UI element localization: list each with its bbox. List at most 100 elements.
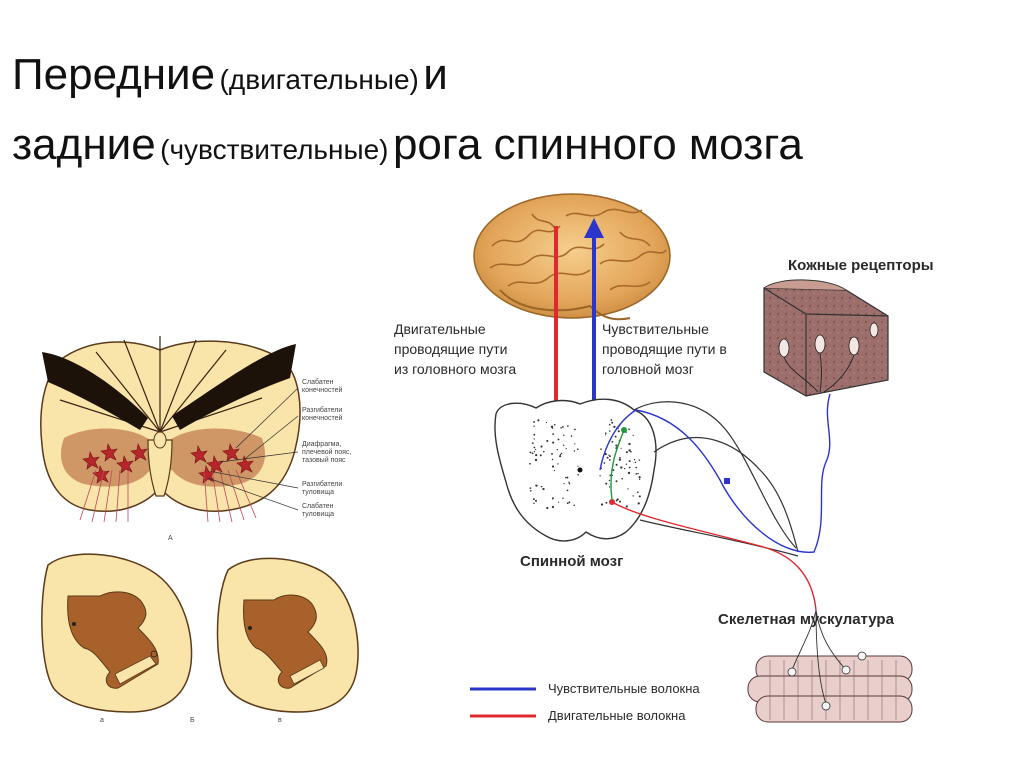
- stipple-dot: [537, 419, 540, 422]
- stipple-dot: [546, 506, 549, 510]
- skeletal-muscles-label: Скелетная мускулатура: [718, 611, 895, 628]
- stipple-dot: [625, 463, 628, 465]
- stipple-dot: [632, 495, 634, 497]
- stipple-dot: [574, 443, 576, 445]
- stipple-dot: [627, 471, 631, 475]
- stipple-dot: [529, 451, 532, 454]
- title-tail-horns: рога спинного мозга: [392, 120, 803, 169]
- stipple-dot: [632, 434, 634, 436]
- stipple-dot: [608, 454, 610, 456]
- stipple-dot: [563, 482, 565, 485]
- stipple-dot: [573, 450, 576, 452]
- stipple-dot: [566, 489, 569, 492]
- stipple-dot: [577, 465, 579, 467]
- stipple-dot: [545, 421, 548, 424]
- spinal-cord-outline: [494, 398, 799, 557]
- stipple-dot: [618, 500, 622, 503]
- spinal-cross-section-top: [40, 336, 301, 523]
- stipple-dot: [551, 505, 555, 509]
- central-canal: [577, 467, 583, 473]
- stipple-dot: [551, 452, 553, 455]
- stipple-dot: [566, 476, 569, 479]
- figure-letter-c: а: [100, 717, 104, 724]
- stipple-dot: [568, 501, 571, 504]
- stipple-dot: [608, 479, 611, 482]
- stipple-dot: [529, 487, 532, 489]
- stipple-dot: [552, 441, 555, 444]
- motor-neuron-marker: [609, 499, 615, 505]
- stipple-dot: [635, 473, 638, 475]
- stipple-dot: [635, 466, 638, 469]
- stipple-dot: [535, 484, 538, 487]
- stipple-dot: [620, 466, 623, 469]
- stipple-dot: [576, 448, 579, 451]
- stipple-dot: [557, 438, 560, 441]
- stipple-dot: [540, 445, 543, 448]
- stipple-dot: [560, 452, 563, 455]
- stipple-dot: [612, 469, 615, 472]
- stipple-dot: [609, 430, 611, 432]
- stipple-dot: [566, 502, 569, 505]
- interneuron-marker: [621, 427, 627, 433]
- left-callout-3: Диафрагма,плечевой пояс,тазовый пояс: [302, 441, 351, 464]
- stipple-dot: [605, 482, 608, 485]
- stipple-dot: [628, 428, 630, 431]
- sensory-ganglion-marker: [724, 478, 730, 484]
- stipple-dot: [611, 421, 614, 424]
- stipple-dot: [623, 467, 626, 470]
- legend-label-motor: Двигательные волокна: [548, 708, 686, 723]
- stipple-dot: [615, 463, 618, 466]
- stipple-dot: [637, 472, 639, 475]
- stipple-dot: [533, 433, 536, 436]
- stipple-dot: [636, 491, 639, 494]
- stipple-dot: [557, 501, 560, 503]
- stipple-dot: [573, 504, 576, 507]
- stipple-dot: [604, 434, 607, 436]
- stipple-dot: [529, 462, 531, 465]
- stipple-dot: [599, 475, 601, 477]
- stipple-dot: [551, 458, 554, 461]
- stipple-dot: [634, 461, 637, 464]
- stipple-dot: [638, 476, 641, 479]
- stipple-dot: [630, 450, 632, 453]
- figure-letter-a: А: [168, 535, 173, 542]
- stipple-dot: [568, 482, 571, 485]
- stipple-dot: [535, 499, 537, 502]
- stipple-dot: [534, 448, 537, 451]
- stipple-dot: [556, 449, 559, 451]
- title-word-anterior: Передние: [12, 50, 216, 99]
- stipple-dot: [628, 442, 631, 446]
- legend-label-sensory: Чувствительные волокна: [548, 681, 700, 696]
- stipple-dot: [610, 419, 613, 421]
- title-paren-sensory: (чувствительные): [160, 134, 389, 165]
- skeletal-muscle-illustration: [747, 609, 913, 723]
- stipple-dot: [560, 426, 563, 429]
- stipple-dot: [603, 462, 606, 464]
- stipple-dot: [533, 420, 536, 423]
- stipple-dot: [614, 435, 617, 438]
- stipple-dot: [540, 485, 543, 488]
- stipple-dot: [617, 430, 620, 433]
- motor-fiber-path: [611, 501, 817, 611]
- stipple-dot: [533, 446, 536, 449]
- title-paren-motor: (двигательные): [219, 64, 419, 95]
- stipple-dot: [531, 452, 534, 455]
- stipple-dot: [559, 455, 562, 458]
- stipple-dot: [552, 497, 554, 499]
- stipple-dot: [621, 477, 624, 480]
- stipple-dot: [608, 486, 611, 488]
- stipple-dot: [618, 458, 621, 461]
- stipple-dot: [620, 447, 622, 449]
- stipple-dot: [570, 435, 573, 437]
- stipple-dot: [535, 454, 538, 457]
- brain-illustration: [473, 193, 671, 321]
- stipple-dot: [559, 453, 562, 456]
- title-tail-and: и: [423, 50, 448, 99]
- stipple-dot: [568, 481, 570, 484]
- stipple-dot: [600, 503, 604, 506]
- stipple-dot: [533, 425, 535, 427]
